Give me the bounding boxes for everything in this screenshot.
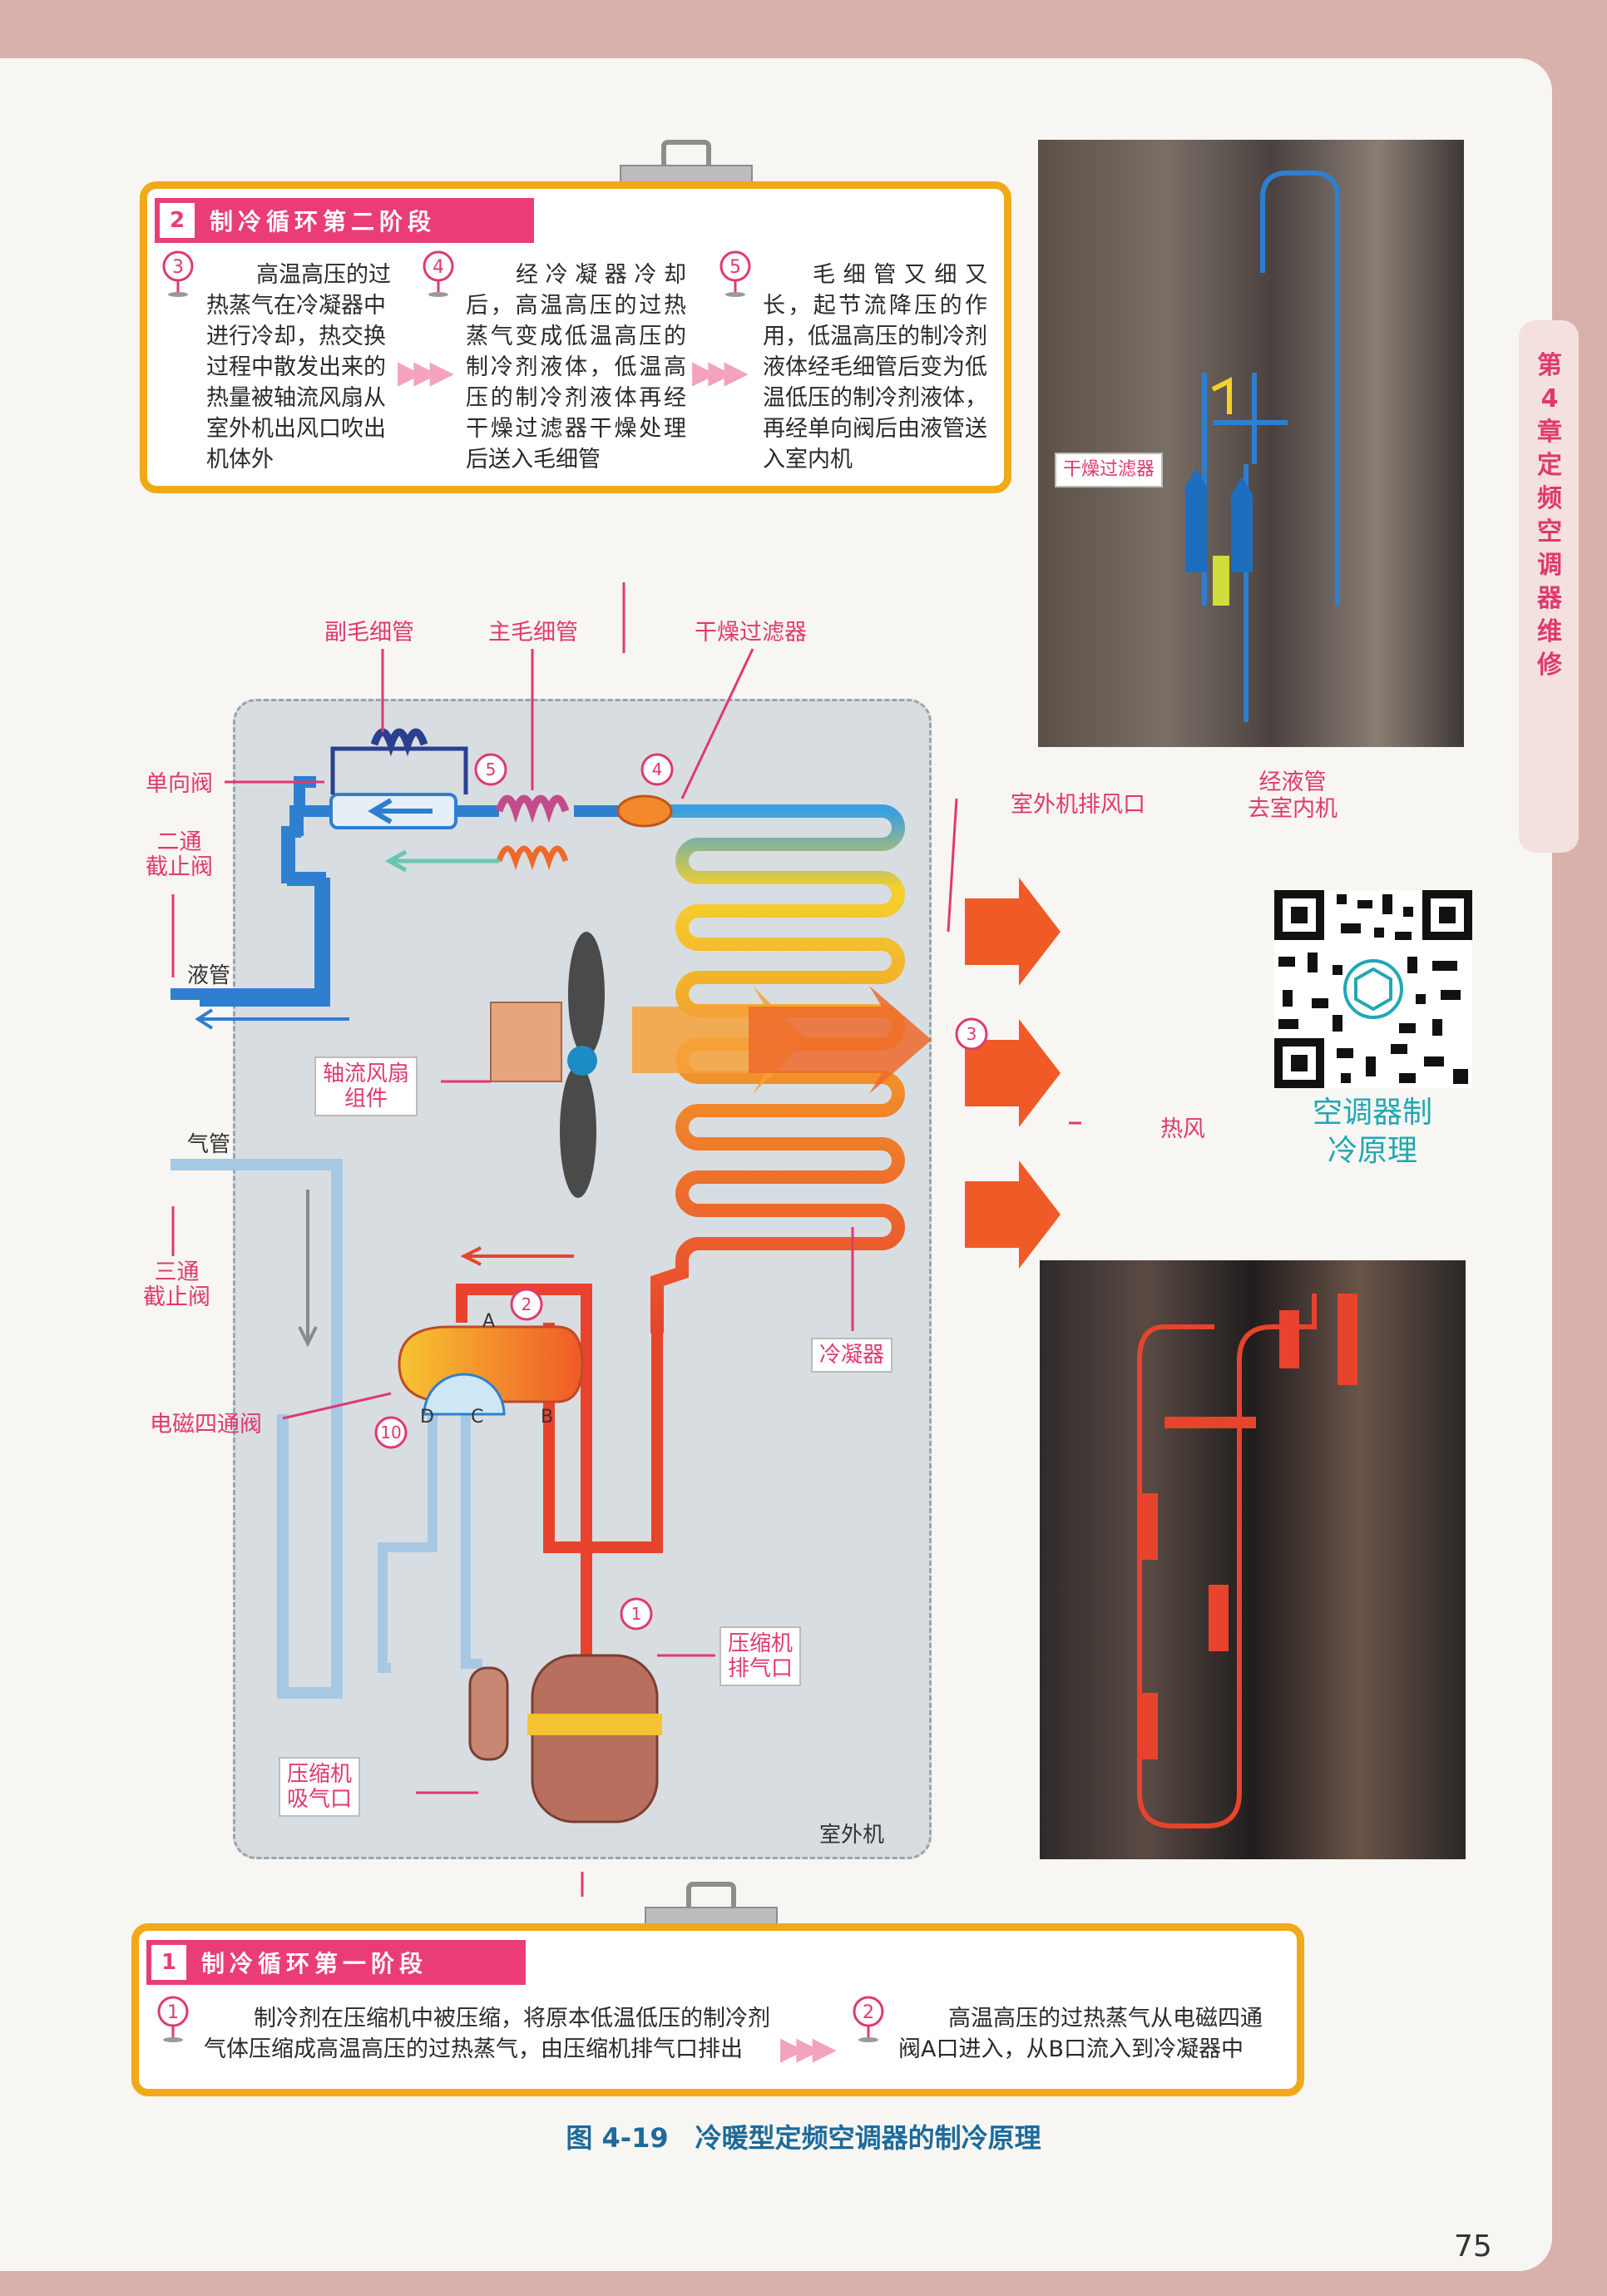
sub-capillary-loop — [330, 746, 468, 794]
fan-hub — [567, 1046, 597, 1076]
marker-2: 2 — [522, 1294, 532, 1314]
label-main-capillary: 主毛细管 — [488, 620, 578, 646]
chapter-tab — [1519, 320, 1579, 853]
leader-line — [947, 798, 958, 933]
label-dry-filter: 干燥过滤器 — [695, 620, 807, 646]
qr-pattern — [1274, 890, 1472, 1088]
hot-air-arrow — [965, 1019, 1061, 1127]
gas-line — [171, 1159, 343, 1699]
suction-line — [378, 1414, 482, 1673]
photo-overlay-blue-flow — [1184, 171, 1340, 722]
liquid-line — [171, 776, 649, 1000]
label-liquid-pipe: 液管 — [187, 963, 231, 988]
fan-blade-top — [568, 932, 605, 1056]
liquid-return — [200, 807, 330, 1007]
fan-motor — [490, 1002, 562, 1082]
photo-outdoor-unit-top: 干燥过滤器 — [1038, 140, 1464, 747]
photo-overlay-red-flow — [1137, 1294, 1357, 1828]
label-sub-capillary: 副毛细管 — [324, 620, 414, 646]
label-via-liquid-pipe: 经液管 去室内机 — [1248, 769, 1338, 822]
leader-line — [680, 648, 754, 799]
refrigerant-circuit: 5 4 3 2 1 10 A B C D — [171, 582, 1081, 1897]
stage2-item-4-text: 经冷凝器冷却后，高温高压的过热蒸气变成低温高压的制冷剂液体，低温高压的制冷剂液体… — [466, 262, 686, 473]
gas-line-arrow — [298, 1190, 318, 1348]
accumulator — [468, 1666, 509, 1761]
label-compressor-inlet: 压缩机 吸气口 — [279, 1757, 361, 1817]
stage2-item-3-num: 3 — [172, 257, 184, 278]
stage1-number: 1 — [151, 1945, 186, 1980]
label-three-way-valve: 三通 截止阀 — [143, 1259, 210, 1310]
label-four-way-valve: 电磁四通阀 — [150, 1412, 262, 1437]
photo-outdoor-unit-bottom — [1040, 1260, 1466, 1859]
marker-10: 10 — [380, 1423, 401, 1442]
stage1-item-1-num: 1 — [167, 2002, 179, 2023]
stage2-item-5-text: 毛细管又细又长，起节流降压的作用，低温高压的制冷剂液体经毛细管后变为低温低压的制… — [763, 262, 987, 473]
stage1-title-text: 制冷循环第一阶段 — [201, 1950, 428, 1977]
label-exhaust-port: 室外机排风口 — [1011, 792, 1145, 818]
marker-4: 4 — [652, 760, 663, 779]
marker-pin-icon: 5 — [719, 250, 751, 297]
marker-pin-icon: 2 — [853, 1996, 884, 2042]
hot-air-arrow-inside — [749, 986, 932, 1094]
port-c: C — [471, 1407, 483, 1428]
compressor — [531, 1654, 659, 1823]
stage1-item-2-num: 2 — [863, 2002, 874, 2023]
marker-pin-icon: 4 — [423, 250, 454, 297]
stage2-number: 2 — [160, 203, 195, 238]
dry-filter — [616, 794, 673, 828]
marker-pin-icon: 1 — [157, 1996, 189, 2042]
stage2-title: 2 制冷循环第二阶段 — [155, 198, 534, 243]
label-gas-pipe: 气管 — [187, 1132, 231, 1157]
liquid-pipe-exit-arrow — [195, 1008, 349, 1030]
stage2-item-5-num: 5 — [729, 257, 741, 278]
main-capillary-coil — [495, 794, 570, 824]
qr-code[interactable] — [1274, 890, 1472, 1088]
port-d: D — [420, 1407, 434, 1428]
hot-air-arrow — [965, 1160, 1061, 1269]
stage1-title: 1 制冷循环第一阶段 — [146, 1940, 526, 1985]
stage1-item-2-text: 高温高压的过热蒸气从电磁四通阀A口进入，从B口流入到冷凝器中 — [898, 2006, 1263, 2062]
chevron-right-icon: ▶▶▶ — [780, 2030, 837, 2066]
chevron-right-icon: ▶▶▶ — [692, 354, 749, 390]
stage1-item-1-text: 制冷剂在压缩机中被压缩，将原本低温低压的制冷剂气体压缩成高温高压的过热蒸气，由压… — [204, 2006, 770, 2062]
marker-1: 1 — [631, 1604, 642, 1624]
page-number: 75 — [1454, 2229, 1492, 2264]
label-condenser: 冷凝器 — [811, 1338, 893, 1373]
port-b: B — [541, 1407, 553, 1428]
stage2-item-3-text: 高温高压的过热蒸气在冷凝器中进行冷却，热交换过程中散发出来的热量被轴流风扇从室外… — [206, 262, 391, 473]
marker-3: 3 — [967, 1024, 977, 1044]
fan-blade-bottom — [560, 1065, 596, 1198]
leader-line — [282, 1392, 392, 1420]
return-arrow-icon — [384, 849, 499, 873]
label-outdoor-unit: 室外机 — [819, 1823, 885, 1848]
label-check-valve: 单向阀 — [146, 771, 213, 797]
label-photo-dry-filter: 干燥过滤器 — [1055, 453, 1164, 487]
hot-capillary-coil — [496, 845, 569, 871]
marker-5: 5 — [486, 760, 497, 779]
chapter-tab-text: 第4章 定频空调器维修 — [1537, 351, 1562, 680]
stage2-title-text: 制冷循环第二阶段 — [210, 208, 437, 235]
marker-pin-icon: 3 — [162, 250, 194, 297]
compressor-band — [527, 1714, 662, 1735]
label-fan-assembly: 轴流风扇 组件 — [314, 1056, 418, 1116]
port-a: A — [482, 1311, 495, 1332]
label-compressor-outlet: 压缩机 排气口 — [719, 1626, 802, 1686]
stage2-item-4-num: 4 — [433, 257, 444, 278]
chevron-right-icon: ▶▶▶ — [398, 354, 454, 390]
sub-capillary-coil — [370, 728, 428, 757]
hot-air-arrow — [965, 878, 1061, 986]
label-hot-air: 热风 — [1160, 1116, 1205, 1142]
four-way-valve-dome — [423, 1373, 506, 1416]
figure-caption: 图 4-19 冷暖型定频空调器的制冷原理 — [566, 2122, 1041, 2154]
qr-caption: 空调器制 冷原理 — [1312, 1096, 1432, 1168]
hot-flow-arrow — [460, 1246, 574, 1266]
check-valve-arrow-icon — [368, 798, 433, 824]
label-two-way-valve: 二通 截止阀 — [146, 829, 213, 880]
